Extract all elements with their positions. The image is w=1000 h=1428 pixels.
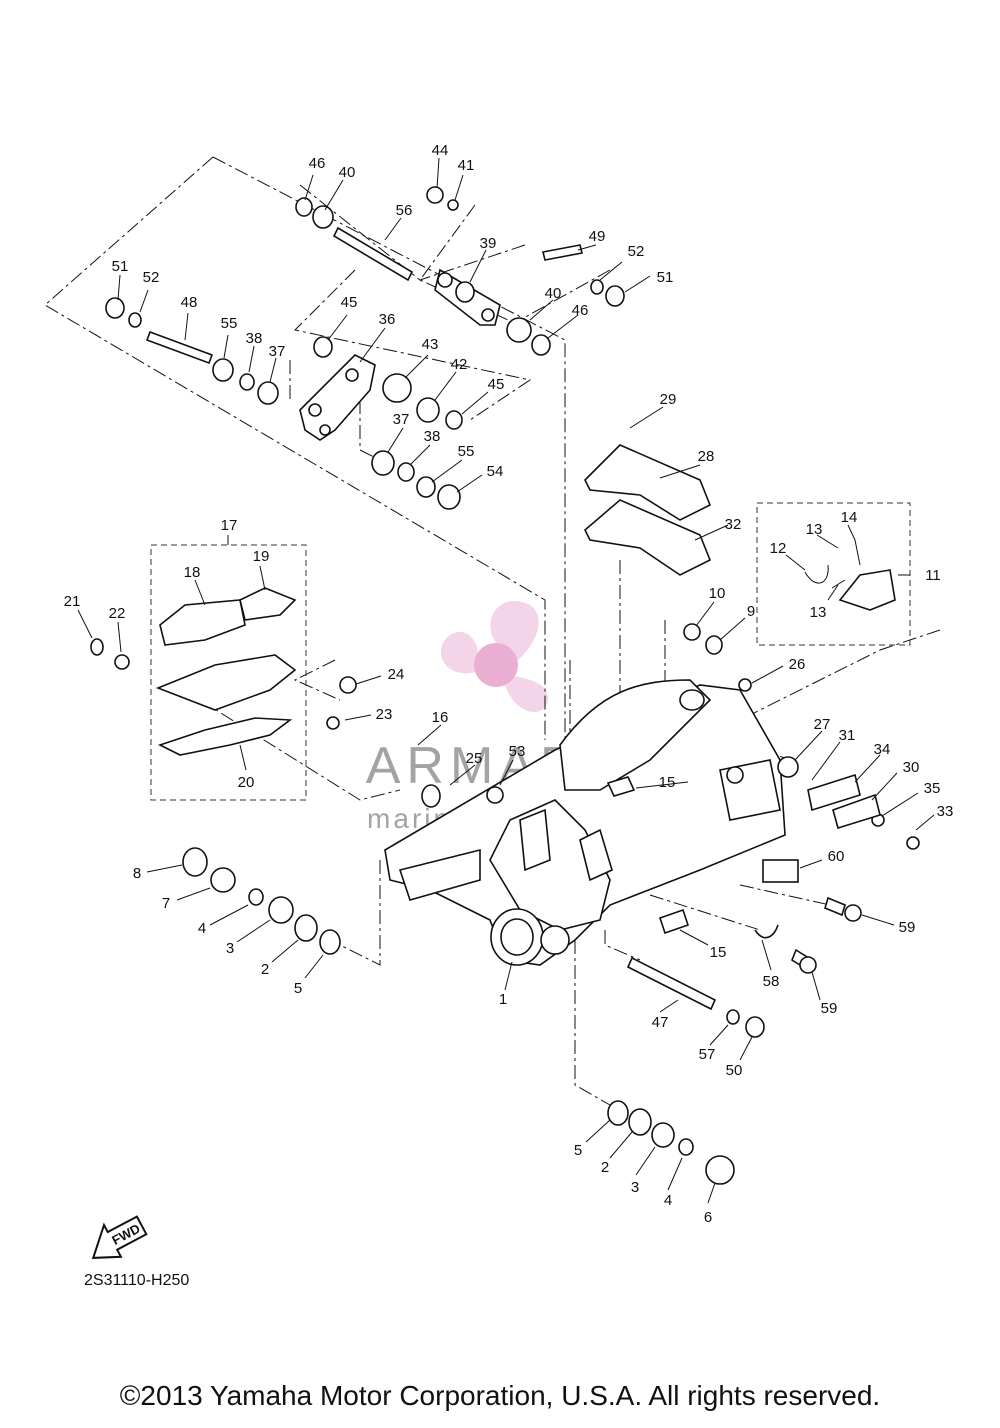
callout: 37 <box>393 411 410 428</box>
callout-leaders <box>77 157 935 1204</box>
callout: 13 <box>806 521 823 538</box>
callout: 17 <box>221 517 238 534</box>
callout: 13 <box>810 604 827 621</box>
callout: 36 <box>379 311 396 328</box>
bearings-washers <box>90 186 920 1185</box>
callout: 15 <box>710 944 727 961</box>
callout: 48 <box>181 294 198 311</box>
callout: 38 <box>246 330 263 347</box>
callout: 46 <box>572 302 589 319</box>
callout: 5 <box>574 1142 582 1159</box>
callout: 14 <box>841 509 858 526</box>
callout: 1 <box>499 991 507 1008</box>
callout: 47 <box>652 1014 669 1031</box>
callout: 6 <box>704 1209 712 1226</box>
grommet-15b <box>658 908 690 935</box>
callout: 51 <box>112 258 129 275</box>
callout: 33 <box>937 803 954 820</box>
callout: 40 <box>545 285 562 302</box>
bolts <box>145 226 846 1011</box>
callout: 32 <box>725 516 742 533</box>
relay-arm-36 <box>299 354 376 441</box>
clip-kit-11 <box>804 539 896 611</box>
callout: 29 <box>660 391 677 408</box>
kit-box-11 <box>756 502 911 646</box>
chain-slider-parts <box>155 587 297 756</box>
plate-30 <box>832 793 881 830</box>
callout: 3 <box>226 940 234 957</box>
callout: 49 <box>589 228 606 245</box>
diagram-code: 2S31110-H250 <box>84 1272 190 1289</box>
callout: 60 <box>828 848 845 865</box>
callout: 59 <box>899 919 916 936</box>
callout: 55 <box>221 315 238 332</box>
callout: 45 <box>341 294 358 311</box>
callout: 43 <box>422 336 439 353</box>
callout: 45 <box>488 376 505 393</box>
grommet-15a <box>606 776 636 797</box>
callout: 10 <box>709 585 726 602</box>
callout: 51 <box>657 269 674 286</box>
callout: 27 <box>814 716 831 733</box>
callout: 3 <box>631 1179 639 1196</box>
callout: 2 <box>261 961 269 978</box>
callout: 34 <box>874 741 891 758</box>
callout: 44 <box>432 142 449 159</box>
callout: 35 <box>924 780 941 797</box>
callout: 37 <box>269 343 286 360</box>
callout: 12 <box>770 540 787 557</box>
callout: 39 <box>480 235 497 252</box>
callout: 28 <box>698 448 715 465</box>
callout: 31 <box>839 727 856 744</box>
callout: 26 <box>789 656 806 673</box>
callout-numbers: 1 2 2 3 3 4 4 5 5 6 7 8 9 10 11 12 13 13… <box>64 142 954 1226</box>
callout: 15 <box>659 774 676 791</box>
callout: 30 <box>903 759 920 776</box>
callout: 58 <box>763 973 780 990</box>
fwd-arrow-icon: FWD <box>91 1215 148 1259</box>
callout: 52 <box>143 269 160 286</box>
callout: 53 <box>509 743 526 760</box>
callout: 8 <box>133 865 141 882</box>
callout: 4 <box>198 920 206 937</box>
chain-guide-32 <box>584 499 712 576</box>
callout: 59 <box>821 1000 838 1017</box>
label-60 <box>762 859 799 883</box>
callout: 55 <box>458 443 475 460</box>
callout: 7 <box>162 895 170 912</box>
callout: 52 <box>628 243 645 260</box>
callout: 41 <box>458 157 475 174</box>
copyright-notice: ©2013 Yamaha Motor Corporation, U.S.A. A… <box>119 1380 881 1411</box>
callout: 42 <box>451 356 468 373</box>
callout: 5 <box>294 980 302 997</box>
callout: 16 <box>432 709 449 726</box>
swingarm <box>384 679 786 966</box>
callout: 25 <box>466 750 483 767</box>
callout: 18 <box>184 564 201 581</box>
callout: 56 <box>396 202 413 219</box>
callout: 21 <box>64 593 81 610</box>
callout: 50 <box>726 1062 743 1079</box>
callout: 9 <box>747 603 755 620</box>
callout: 11 <box>925 567 941 584</box>
plate-34 <box>807 773 861 812</box>
callout: 4 <box>664 1192 672 1209</box>
callout: 22 <box>109 605 126 622</box>
clip-58 <box>754 924 779 939</box>
callout: 38 <box>424 428 441 445</box>
callout: 2 <box>601 1159 609 1176</box>
callout: 57 <box>699 1046 716 1063</box>
callout: 40 <box>339 164 356 181</box>
callout: 23 <box>376 706 393 723</box>
chain-guide-28 <box>584 444 712 521</box>
callout: 54 <box>487 463 504 480</box>
callout: 19 <box>253 548 270 565</box>
kit-box-17 <box>150 544 307 801</box>
callout: 20 <box>238 774 255 791</box>
callout: 24 <box>388 666 405 683</box>
callout: 46 <box>309 155 326 172</box>
